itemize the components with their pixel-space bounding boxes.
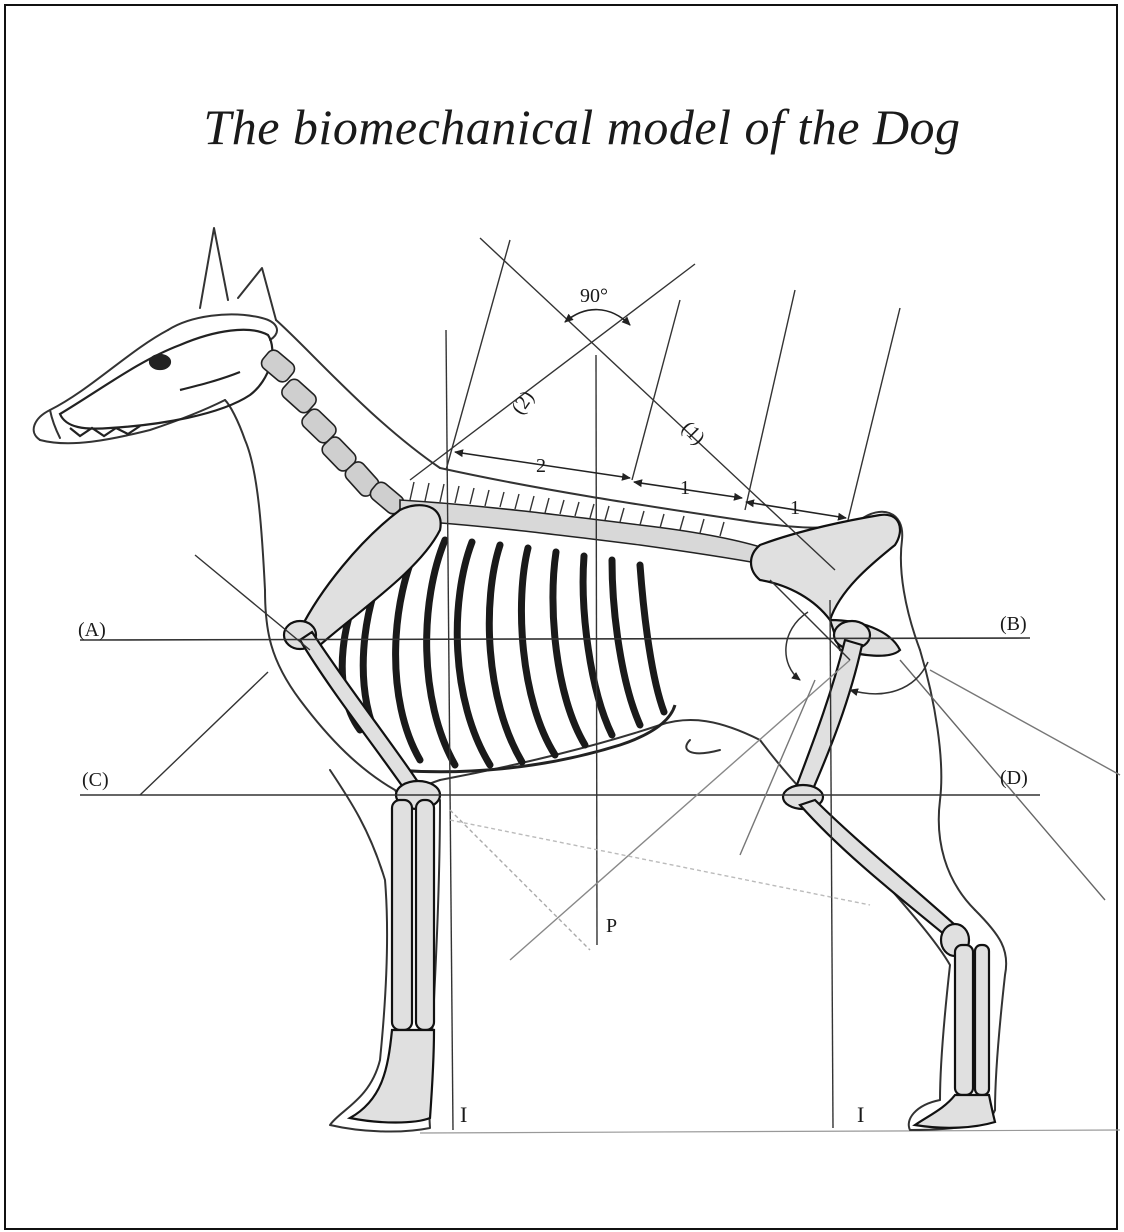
ground-line: [420, 1130, 1120, 1133]
label-vertical-front: I: [460, 1102, 467, 1127]
hindleg-bones: [751, 515, 995, 1128]
label-line-a: (A): [78, 619, 106, 641]
dimension-arrows: [455, 452, 846, 518]
label-plumb-p: P: [606, 915, 617, 937]
label-segment-2: 2: [536, 455, 546, 477]
label-vertical-rear: I: [857, 1102, 864, 1127]
dog-silhouette: [34, 228, 1007, 1132]
label-angle-90: 90°: [580, 285, 608, 307]
label-line-c: (C): [82, 769, 109, 791]
label-diagonal-2: (2): [507, 387, 538, 419]
rear-vertical-line: [830, 600, 833, 1128]
foreleg-bones: [284, 505, 441, 1122]
label-segment-1b: 1: [790, 497, 800, 519]
right-angle-arc: [565, 310, 630, 325]
label-line-d: (D): [1000, 767, 1028, 789]
plumb-line-p: [596, 355, 597, 945]
construction-lines: [140, 238, 1120, 960]
label-line-b: (B): [1000, 613, 1027, 635]
label-diagonal-1: (1): [677, 417, 709, 449]
cervical-vertebrae: [259, 347, 407, 516]
label-segment-1a: 1: [680, 477, 690, 499]
